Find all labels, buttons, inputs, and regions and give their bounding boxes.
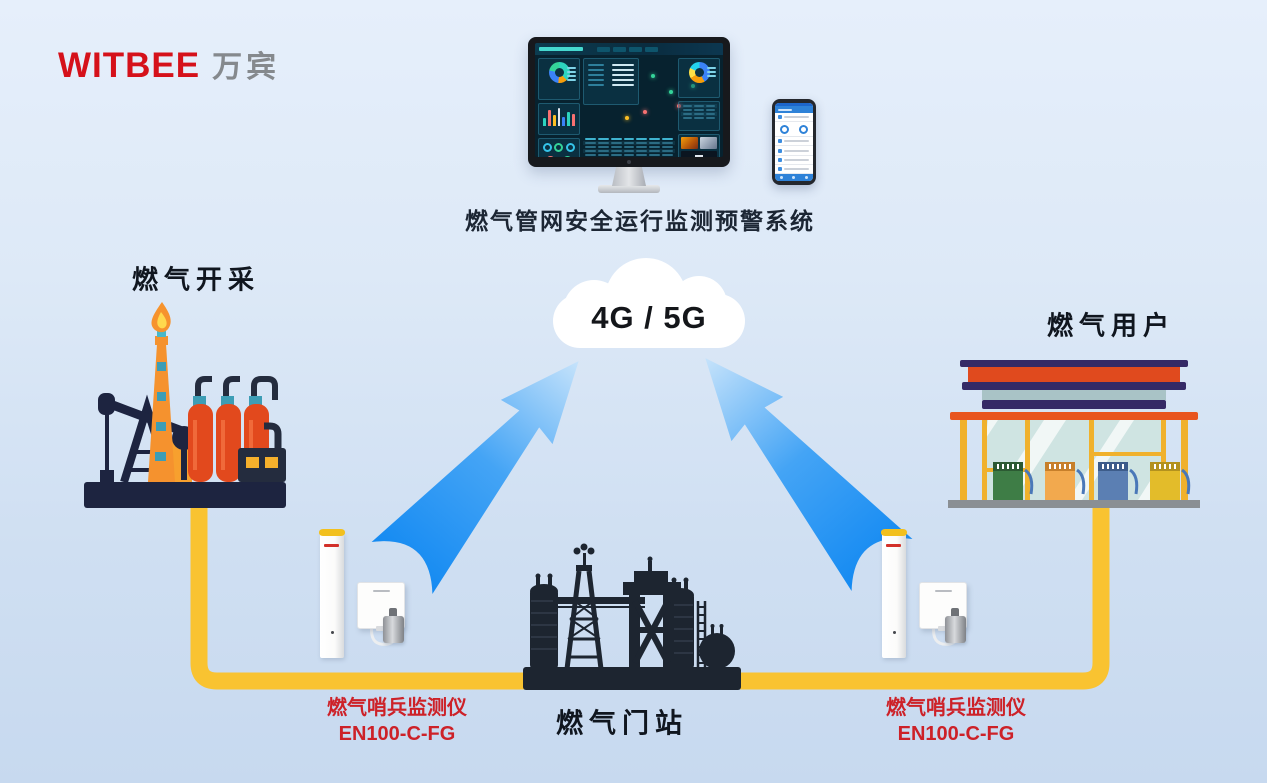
dashboard-table	[583, 137, 675, 157]
dispenser-yellow	[1150, 462, 1191, 502]
phone-app-screen	[775, 103, 813, 181]
sensor-left-model: EN100-C-FG	[338, 723, 456, 745]
monitor-frame	[528, 37, 730, 167]
dashboard-donut-panel-left	[538, 58, 580, 100]
dashboard-list-panel	[678, 101, 720, 131]
dashboard-donut-panel-right	[678, 58, 720, 98]
phone-app-header	[775, 106, 813, 113]
label-sensor-right: 燃气哨兵监测仪 EN100-C-FG	[886, 695, 1026, 747]
transmitter-box	[919, 582, 967, 631]
dispenser-orange	[1045, 462, 1086, 502]
flare-tower-icon	[148, 302, 175, 482]
gas-probe	[383, 616, 404, 643]
label-gate-station: 燃气门站	[556, 708, 688, 739]
extraction-base	[84, 482, 286, 508]
sensor-left-name: 燃气哨兵监测仪	[327, 697, 467, 719]
phone-nav-bar	[775, 174, 813, 181]
sentinel-pole	[881, 529, 907, 658]
gate-station-illustration	[523, 543, 741, 690]
smartphone	[772, 99, 816, 185]
sensor-right-name: 燃气哨兵监测仪	[886, 697, 1026, 719]
dashboard-gauge-panel	[538, 138, 580, 157]
monitor-power-led	[627, 160, 631, 164]
monitor-base	[598, 185, 660, 193]
gantry-icon	[623, 556, 681, 669]
sensor-device-left	[319, 529, 454, 662]
dashboard-bar-panel	[538, 103, 580, 135]
monitor-stand	[612, 167, 646, 186]
control-unit-icon	[238, 422, 286, 482]
gas-extraction-illustration	[84, 302, 286, 508]
gas-probe	[945, 616, 966, 643]
gate-base	[523, 667, 741, 690]
brand-name-cn: 万宾	[212, 51, 281, 84]
canopy	[950, 360, 1198, 420]
dashboard-screen	[535, 43, 723, 157]
fuel-dispensers	[993, 462, 1191, 502]
cloud-icon: 4G / 5G	[553, 256, 745, 348]
sphere-tank-icon	[699, 624, 735, 669]
sensor-right-model: EN100-C-FG	[897, 723, 1015, 745]
sentinel-pole	[319, 529, 345, 658]
dashboard-map	[583, 58, 695, 157]
dashboard-camera-panel	[678, 134, 720, 157]
label-sensor-left: 燃气哨兵监测仪 EN100-C-FG	[327, 695, 467, 747]
phone-gauges	[775, 122, 813, 138]
label-gas-users: 燃气用户	[1046, 310, 1176, 341]
brand-name: WITBEE	[58, 46, 201, 85]
brand-logo: WITBEE 万宾	[58, 42, 280, 86]
pumpjack-icon	[98, 393, 196, 484]
monitor	[528, 37, 730, 193]
gas-station-illustration	[948, 360, 1200, 508]
network-label: 4G / 5G	[591, 300, 707, 335]
dashboard-kv-panel	[583, 58, 639, 105]
dashboard-header	[535, 43, 723, 55]
sensor-device-right	[881, 529, 1016, 662]
dispenser-green	[993, 462, 1034, 502]
station-base	[948, 500, 1200, 508]
dispenser-blue	[1098, 462, 1139, 502]
system-title: 燃气管网安全运行监测预警系统	[465, 208, 815, 234]
label-gas-extraction: 燃气开采	[131, 264, 261, 295]
